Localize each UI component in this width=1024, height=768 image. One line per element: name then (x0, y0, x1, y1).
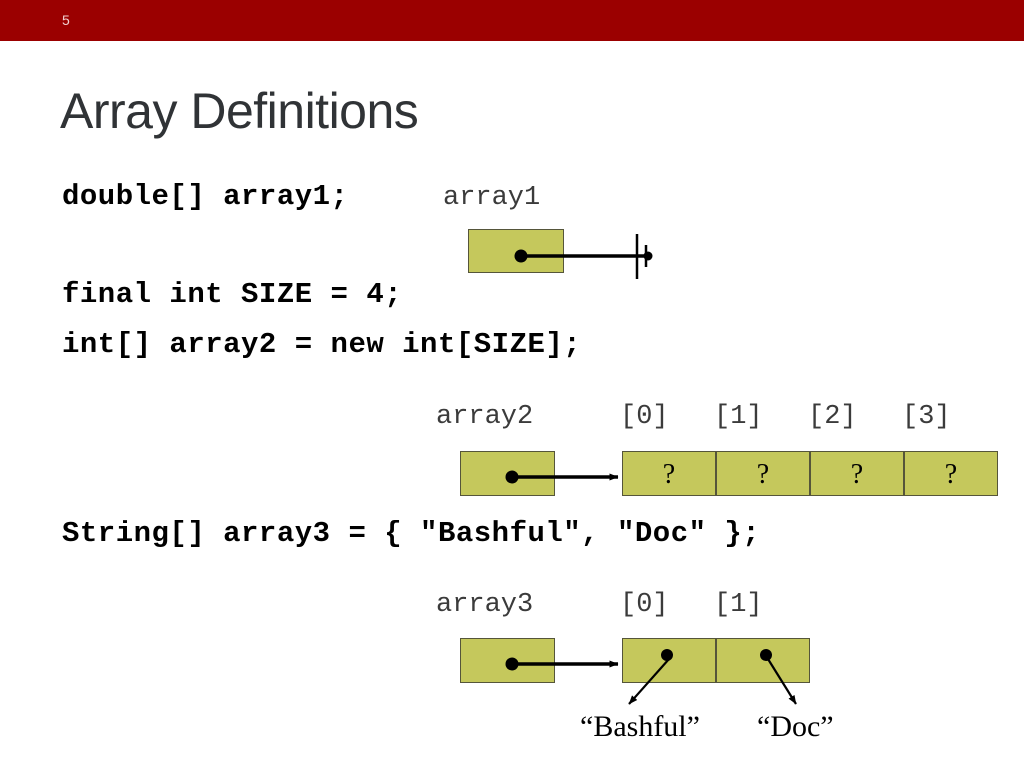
array1-variable-label: array1 (443, 183, 541, 213)
code-line-size-constant: final int SIZE = 4; (62, 278, 403, 311)
array3-index-label-0: [0] (620, 590, 669, 620)
array3-value-label-0: “Bashful” (580, 710, 700, 743)
code-line-array2-allocation: int[] array2 = new int[SIZE]; (62, 328, 582, 361)
array2-index-label-3: [3] (902, 402, 951, 432)
array2-index-label-1: [1] (714, 402, 763, 432)
array2-index-label-0: [0] (620, 402, 669, 432)
array2-cell-3-value: ? (944, 459, 958, 490)
array3-index-label-1: [1] (714, 590, 763, 620)
array2-variable-label: array2 (436, 402, 534, 432)
array2-cell-0-value: ? (662, 459, 676, 490)
array2-cell-1 (716, 451, 810, 496)
array3-reference-box (460, 638, 555, 683)
array2-cell-0 (622, 451, 716, 496)
array3-cell-0 (622, 638, 716, 683)
array2-cell-3 (904, 451, 998, 496)
array2-cell-2 (810, 451, 904, 496)
array3-variable-label: array3 (436, 590, 534, 620)
array2-cell-2-value: ? (850, 459, 864, 490)
array1-reference-box (468, 229, 564, 273)
array2-cell-1-value: ? (756, 459, 770, 490)
array3-cell-1 (716, 638, 810, 683)
array2-reference-box (460, 451, 555, 496)
array3-value-label-1: “Doc” (757, 710, 834, 743)
code-line-array1-declaration: double[] array1; (62, 180, 349, 213)
slide-number: 5 (62, 12, 70, 28)
page-title: Array Definitions (60, 83, 419, 139)
code-line-array3-initializer: String[] array3 = { "Bashful", "Doc" }; (62, 517, 761, 550)
array2-index-label-2: [2] (808, 402, 857, 432)
slide-header-bar (0, 0, 1024, 41)
